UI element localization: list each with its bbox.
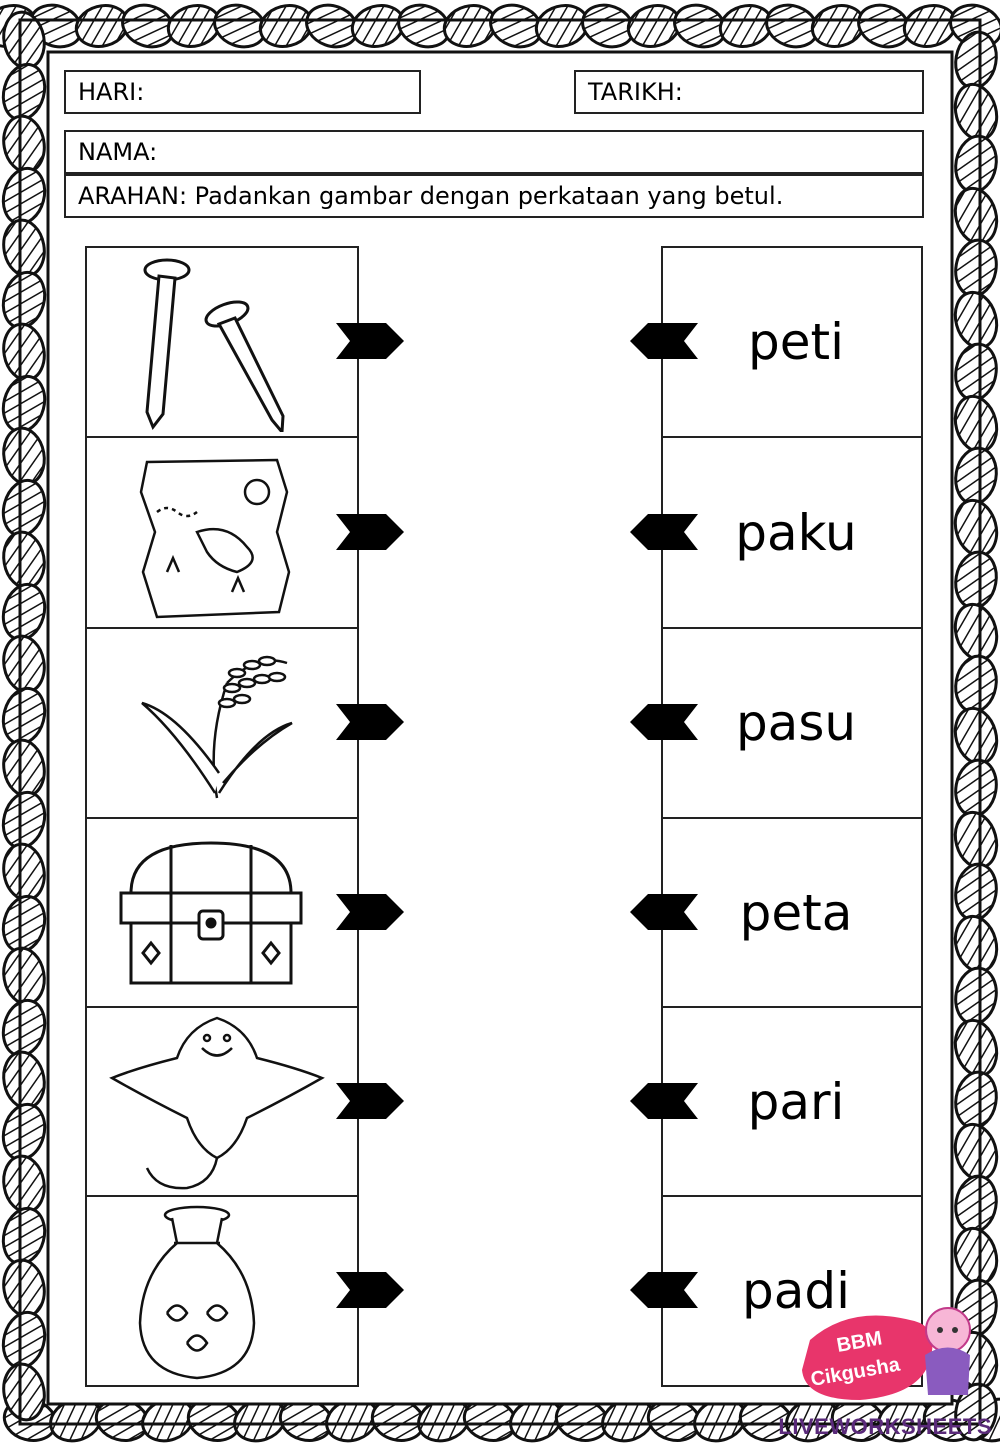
border-egg-icon [2, 1154, 46, 1214]
word-cell: pari [661, 1006, 923, 1197]
border-egg-icon [954, 134, 998, 194]
hari-label: HARI: [78, 78, 145, 106]
border-egg-icon [953, 706, 999, 766]
word-cell: pasu [661, 627, 923, 819]
border-egg-icon [1, 270, 47, 330]
treasure-map-icon [137, 452, 297, 626]
bbm-cikgusha-logo: BBM Cikgusha [802, 1307, 971, 1400]
match-connector-right[interactable] [628, 1272, 698, 1308]
tarikh-label: TARIKH: [588, 78, 683, 106]
nama-label: NAMA: [78, 138, 158, 166]
nails-icon [107, 252, 307, 436]
border-egg-icon [953, 82, 999, 142]
border-egg-icon [954, 758, 998, 818]
treasure-chest-icon [111, 833, 311, 997]
picture-cell [85, 627, 359, 819]
border-egg-icon [2, 322, 46, 382]
border-egg-icon [1, 998, 47, 1058]
picture-cell [85, 1195, 359, 1387]
word-cell: peta [661, 817, 923, 1008]
border-egg-icon [1, 374, 47, 434]
border-egg-icon [953, 498, 999, 558]
instruction-box: ARAHAN: Padankan gambar dengan perkataan… [64, 174, 924, 218]
word-label: paku [735, 503, 857, 562]
border-egg-icon [953, 1018, 999, 1078]
border-egg-icon [1, 790, 47, 850]
match-connector-left[interactable] [336, 1082, 406, 1119]
border-egg-icon [953, 810, 999, 870]
vase-icon [132, 1203, 262, 1387]
border-egg-icon [1, 894, 47, 954]
border-egg-icon [2, 530, 46, 590]
border-egg-icon [2, 114, 46, 174]
border-egg-icon [954, 446, 998, 506]
border-egg-icon [2, 738, 46, 798]
border-egg-icon [954, 1174, 998, 1234]
border-egg-icon [953, 290, 999, 350]
border-egg-icon [954, 966, 998, 1026]
border-egg-icon [1, 686, 47, 746]
border-egg-icon [2, 946, 46, 1006]
border-egg-icon [954, 654, 998, 714]
picture-cell [85, 1006, 359, 1197]
border-egg-icon [953, 602, 999, 662]
nama-field[interactable]: NAMA: [64, 130, 924, 174]
border-egg-icon [2, 1258, 46, 1318]
rice-plant-icon [137, 643, 297, 807]
border-egg-icon [954, 862, 998, 922]
word-label: peta [739, 883, 853, 942]
match-connector-right[interactable] [628, 513, 698, 550]
border-egg-icon [1, 1310, 47, 1370]
border-egg-icon [953, 394, 999, 454]
border-egg-icon [1, 62, 47, 122]
border-egg-icon [2, 842, 46, 902]
word-label: pasu [735, 694, 857, 752]
border-egg-icon [1, 582, 47, 642]
border-egg-icon [2, 218, 46, 278]
picture-cell [85, 246, 359, 438]
border-egg-icon [2, 426, 46, 486]
border-egg-icon [953, 1122, 999, 1182]
picture-cell [85, 817, 359, 1008]
match-connector-left[interactable] [336, 704, 406, 740]
match-connector-left[interactable] [336, 513, 406, 550]
match-connector-left[interactable] [336, 323, 406, 359]
match-connector-left[interactable] [336, 1272, 406, 1308]
word-label: padi [741, 1262, 850, 1320]
match-connector-left[interactable] [336, 893, 406, 930]
word-cell: peti [661, 246, 923, 438]
border-egg-icon [953, 186, 999, 246]
word-cell: paku [661, 436, 923, 629]
match-connector-right[interactable] [628, 704, 698, 740]
border-egg-icon [2, 634, 46, 694]
border-egg-icon [1, 1206, 47, 1266]
stingray-icon [107, 1008, 327, 1202]
hari-field[interactable]: HARI: [64, 70, 421, 114]
tarikh-field[interactable]: TARIKH: [574, 70, 924, 114]
border-egg-icon [953, 1226, 999, 1286]
match-connector-right[interactable] [628, 893, 698, 930]
border-egg-icon [953, 914, 999, 974]
border-egg-icon [1, 1102, 47, 1162]
border-egg-icon [1, 478, 47, 538]
watermark: LIVEWORKSHEETS [778, 1414, 992, 1439]
border-egg-icon [954, 550, 998, 610]
border-egg-icon [2, 1050, 46, 1110]
border-egg-icon [954, 238, 998, 298]
border-egg-icon [954, 1070, 998, 1130]
instruction-text: ARAHAN: Padankan gambar dengan perkataan… [78, 182, 784, 210]
word-label: peti [748, 313, 844, 371]
border-egg-icon [1, 166, 47, 226]
border-egg-icon [954, 342, 998, 402]
match-connector-right[interactable] [628, 323, 698, 359]
picture-cell [85, 436, 359, 629]
match-connector-right[interactable] [628, 1082, 698, 1119]
word-label: pari [747, 1072, 845, 1131]
